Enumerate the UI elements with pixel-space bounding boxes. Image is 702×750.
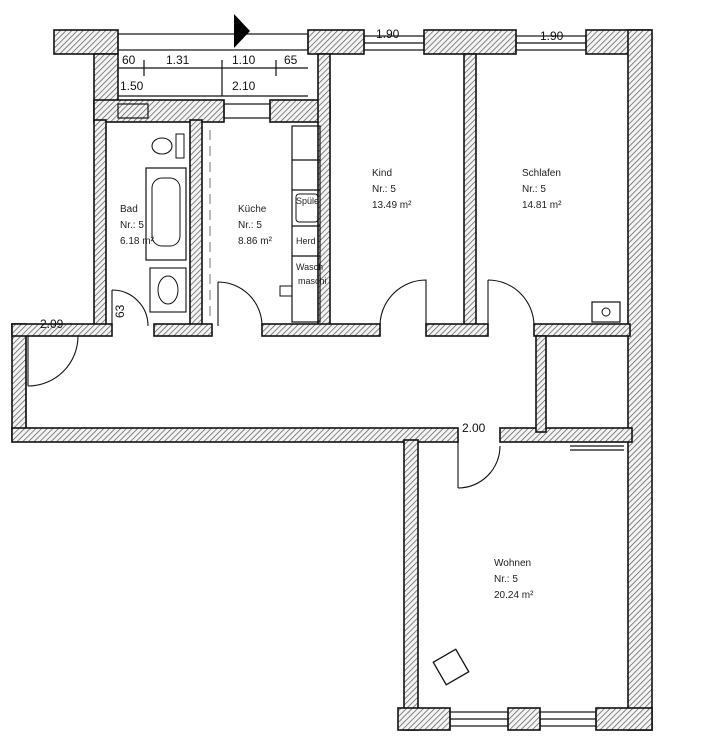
label-wasch-2: maschi	[298, 276, 327, 286]
room-nr-kind: Nr.: 5	[372, 184, 396, 195]
room-name-kueche: Küche	[238, 204, 267, 215]
wall-top-left	[53, 29, 119, 55]
wall-hall-top-1	[11, 323, 113, 337]
room-label-schlafen: Schlafen Nr.: 5 14.81 m²	[522, 168, 562, 211]
dim-bad-door: 63	[113, 304, 127, 318]
toilet-tank	[175, 133, 185, 159]
doors	[27, 279, 547, 489]
door-kind	[379, 279, 427, 327]
wall-kind-schlafen	[463, 53, 477, 327]
wall-left-bad	[93, 119, 107, 327]
room-label-wohnen: Wohnen Nr.: 5 20.24 m²	[494, 558, 534, 601]
room-label-kueche: Küche Nr.: 5 8.86 m²	[238, 204, 273, 247]
wohnen-stove-icon	[432, 648, 470, 686]
window-balcony	[117, 33, 309, 51]
wall-hall-bottom-right	[499, 427, 633, 443]
inner-walls	[11, 53, 631, 433]
wall-top-kind-right	[423, 29, 517, 55]
room-nr-schlafen: Nr.: 5	[522, 184, 546, 195]
room-label-bad: Bad Nr.: 5 6.18 m²	[120, 204, 155, 247]
room-nr-wohnen: Nr.: 5	[494, 574, 518, 585]
door-wohnen	[457, 440, 501, 489]
kitchen-counter	[291, 125, 321, 323]
wall-hall-top-5	[533, 323, 631, 337]
wall-hall-top-4	[425, 323, 489, 337]
wall-wohnen-bottom-right	[595, 707, 653, 731]
room-nr-kueche: Nr.: 5	[238, 220, 262, 231]
wall-wohnen-left	[403, 439, 419, 731]
wall-under-balcony	[93, 99, 225, 123]
dim-schlafen-window: 1.90	[540, 29, 564, 43]
wall-wohnen-bottom-mid	[507, 707, 541, 731]
balcony-dimension-lines	[118, 60, 308, 97]
wall-storage	[535, 335, 547, 433]
room-name-schlafen: Schlafen	[522, 168, 561, 179]
wall-right-outer	[627, 29, 653, 731]
room-label-kind: Kind Nr.: 5 13.49 m²	[372, 168, 412, 211]
washbasin-icon	[149, 267, 187, 313]
dim-1-10: 1.10	[232, 53, 256, 67]
room-area-kueche: 8.86 m²	[238, 236, 273, 247]
wall-hall-bottom	[11, 427, 459, 443]
dim-1-31: 1.31	[166, 53, 190, 67]
wall-hall-top-3	[261, 323, 381, 337]
wall-bad-kueche	[189, 119, 203, 327]
bathtub-icon	[145, 167, 187, 261]
door-entrance	[27, 335, 79, 387]
dim-wohnen-door: 2.00	[462, 421, 486, 435]
room-name-bad: Bad	[120, 204, 138, 215]
toilet-icon	[151, 137, 173, 155]
dim-60: 60	[122, 53, 136, 67]
room-name-kind: Kind	[372, 168, 392, 179]
room-area-wohnen: 20.24 m²	[494, 590, 534, 601]
wall-hall-top-2	[153, 323, 213, 337]
room-name-wohnen: Wohnen	[494, 558, 531, 569]
label-herd: Herd	[296, 236, 316, 246]
wall-top-mid	[307, 29, 365, 55]
dim-hall-door: 2.09	[40, 317, 64, 331]
window-bad	[117, 103, 149, 119]
wall-wohnen-bottom-left	[397, 707, 451, 731]
room-area-bad: 6.18 m²	[120, 236, 155, 247]
dim-2-10: 2.10	[232, 79, 256, 93]
label-spuele: Spüle	[296, 196, 319, 206]
fixtures	[25, 125, 624, 686]
room-area-kind: 13.49 m²	[372, 200, 412, 211]
door-schlafen	[487, 279, 535, 327]
washing-machine-handle	[279, 285, 293, 297]
dim-65: 65	[284, 53, 298, 67]
dim-kind-window: 1.90	[376, 27, 400, 41]
door-bad	[111, 289, 149, 327]
sink-icon	[295, 193, 319, 223]
dim-1-50: 1.50	[120, 79, 144, 93]
label-wasch-1: Wasch	[296, 262, 323, 272]
window-kueche	[223, 103, 271, 119]
outer-walls	[11, 29, 653, 731]
north-arrow-icon	[234, 14, 250, 48]
room-nr-bad: Nr.: 5	[120, 220, 144, 231]
stove-icon	[591, 301, 621, 323]
windows	[117, 33, 597, 727]
room-area-schlafen: 14.81 m²	[522, 200, 562, 211]
dimension-labels: 60 1.31 1.10 65 1.50 2.10 1.90 1.90 2.09…	[40, 27, 564, 435]
door-kueche	[217, 281, 263, 327]
fixture-labels: Spüle Herd Wasch maschi	[296, 196, 327, 286]
wall-hall-left	[11, 323, 27, 441]
